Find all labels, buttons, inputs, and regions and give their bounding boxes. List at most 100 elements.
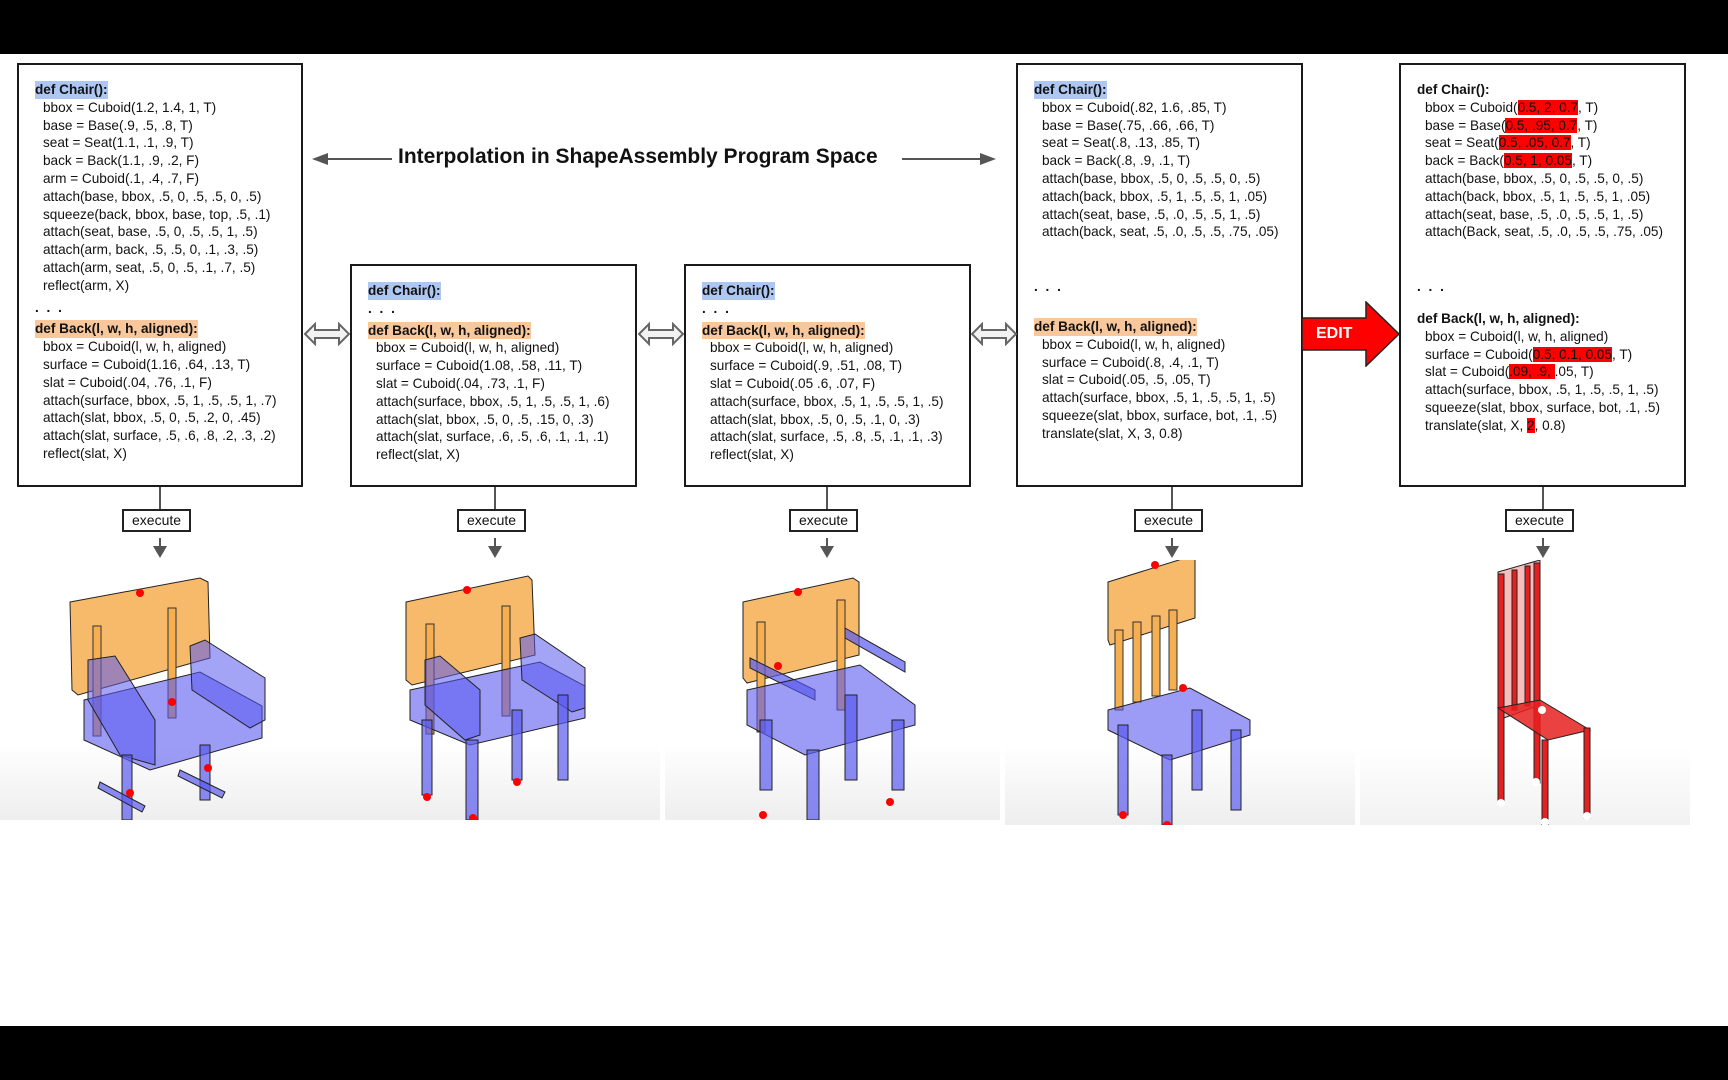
code-line: reflect(slat, X) <box>376 447 460 463</box>
back-function-header: def Back(l, w, h, aligned): <box>368 321 531 340</box>
code-line: attach(surface, bbox, .5, 1, .5, .5, 1, … <box>1425 382 1659 398</box>
code-line: attach(slat, surface, .5, .8, .5, .1, .1… <box>710 429 943 445</box>
code-line: attach(seat, base, .5, .0, .5, .5, 1, .5… <box>1042 206 1261 222</box>
ellipsis: . . . <box>702 300 731 316</box>
chair-function-header: def Chair(): <box>1417 82 1490 97</box>
chair-render-3 <box>665 560 1000 820</box>
code-line-edited: base = Base(0.5, .95, 0.7, T) <box>1425 117 1598 133</box>
execute-label-box: execute <box>457 509 527 532</box>
arrow-left-icon <box>312 153 328 165</box>
edited-value-highlight: 2 <box>1527 417 1535 433</box>
code-line: attach(Back, seat, .5, .0, .5, .5, .75, … <box>1425 224 1664 240</box>
code-line: attach(slat, bbox, .5, 0, .5, .2, 0, .45… <box>43 410 261 426</box>
code-line-edited: slat = Cuboid(.09, .9, .05, T) <box>1425 364 1594 380</box>
code-line: slat = Cuboid(.04, .73, .1, F) <box>376 375 545 391</box>
code-line: reflect(slat, X) <box>43 445 127 461</box>
ellipsis: . . . <box>1034 279 1063 295</box>
code-line: attach(back, seat, .5, .0, .5, .5, .75, … <box>1042 224 1279 240</box>
code-line: attach(seat, base, .5, 0, .5, .5, 1, .5) <box>43 224 258 240</box>
code-line: bbox = Cuboid(.82, 1.6, .85, T) <box>1042 99 1227 115</box>
code-line: slat = Cuboid(.05 .6, .07, F) <box>710 375 876 391</box>
code-line: attach(back, bbox, .5, 1, .5, .5, 1, .05… <box>1042 188 1268 204</box>
chair-function-header: def Chair(): <box>35 81 108 99</box>
program-panel-edited: def Chair(): bbox = Cuboid(0.5, 2, 0.7, … <box>1399 63 1686 487</box>
code-line: bbox = Cuboid(l, w, h, aligned) <box>376 340 560 356</box>
chair-render-edited <box>1360 560 1690 825</box>
code-line: attach(seat, base, .5, .0, .5, .5, 1, .5… <box>1425 206 1644 222</box>
title-left-arrow-line <box>320 158 392 160</box>
code-line: surface = Cuboid(.9, .51, .08, T) <box>710 358 903 374</box>
code-line: base = Base(.75, .66, .66, T) <box>1042 117 1215 133</box>
connector-line <box>494 487 496 509</box>
back-function-header: def Back(l, w, h, aligned): <box>1417 310 1580 326</box>
code-line: bbox = Cuboid(l, w, h, aligned) <box>1425 328 1609 344</box>
code-line: seat = Seat(1.1, .1, .9, T) <box>43 135 194 151</box>
edited-value-highlight: .09, .9, <box>1509 364 1555 380</box>
edited-value-highlight: 0.5, .05, 0.7 <box>1498 135 1571 151</box>
edited-value-highlight: 0.5, 0.1, 0.05 <box>1532 346 1613 362</box>
execute-label-box: execute <box>1505 509 1575 532</box>
edited-value-highlight: 0.5, .95, 0.7 <box>1505 117 1578 133</box>
code-line-edited: back = Back(0.5, 1, 0.05, T) <box>1425 153 1593 169</box>
chair-render-4 <box>1005 560 1355 825</box>
code-line: slat = Cuboid(.04, .76, .1, F) <box>43 374 212 390</box>
code-line: slat = Cuboid(.05, .5, .05, T) <box>1042 372 1211 388</box>
code-line: attach(surface, bbox, .5, 1, .5, .5, 1, … <box>376 393 610 409</box>
double-arrow-icon <box>638 322 684 346</box>
execute-label-box: execute <box>789 509 859 532</box>
connector-line <box>159 487 161 509</box>
code-line: reflect(arm, X) <box>43 277 130 293</box>
code-line: attach(slat, surface, .5, .6, .8, .2, .3… <box>43 428 276 444</box>
code-line: attach(slat, bbox, .5, 0, .5, .15, 0, .3… <box>376 411 594 427</box>
ellipsis: . . . <box>35 299 64 315</box>
program-panel-1: def Chair(): bbox = Cuboid(1.2, 1.4, 1, … <box>17 63 303 487</box>
back-function-header: def Back(l, w, h, aligned): <box>35 320 198 339</box>
code-line: attach(surface, bbox, .5, 1, .5, .5, 1, … <box>710 393 944 409</box>
double-arrow-icon <box>971 322 1017 346</box>
title-right-arrow-line <box>902 158 986 160</box>
code-line: bbox = Cuboid(l, w, h, aligned) <box>1042 336 1226 352</box>
code-line: squeeze(slat, bbox, surface, bot, .1, .5… <box>1425 399 1660 415</box>
connector-line <box>1171 487 1173 509</box>
code-line: bbox = Cuboid(l, w, h, aligned) <box>710 340 894 356</box>
back-function-header: def Back(l, w, h, aligned): <box>702 321 865 340</box>
execute-label-box: execute <box>1134 509 1204 532</box>
program-panel-2: def Chair(): . . . def Back(l, w, h, ali… <box>350 264 637 487</box>
code-line: surface = Cuboid(.8, .4, .1, T) <box>1042 354 1219 370</box>
code-line: attach(base, bbox, .5, 0, .5, .5, 0, .5) <box>1425 170 1644 186</box>
arrow-right-icon <box>980 153 996 165</box>
chair-model-icon <box>69 577 266 820</box>
code-line: attach(slat, bbox, .5, 0, .5, .1, 0, .3) <box>710 411 921 427</box>
code-line: attach(base, bbox, .5, 0, .5, .5, 0, .5) <box>1042 170 1261 186</box>
code-line: reflect(slat, X) <box>710 447 794 463</box>
code-line: translate(slat, X, 3, 0.8) <box>1042 425 1183 441</box>
chair-function-header: def Chair(): <box>368 282 441 300</box>
bottom-letterbox-bar <box>0 1026 1728 1080</box>
program-panel-3: def Chair(): . . . def Back(l, w, h, ali… <box>684 264 971 487</box>
top-letterbox-bar <box>0 0 1728 54</box>
chair-function-header: def Chair(): <box>1034 81 1107 99</box>
code-line: surface = Cuboid(1.08, .58, .11, T) <box>376 358 583 374</box>
edited-value-highlight: 0.5, 1, 0.05 <box>1503 153 1572 169</box>
code-line: bbox = Cuboid(1.2, 1.4, 1, T) <box>43 99 217 115</box>
double-arrow-icon <box>304 322 350 346</box>
code-line: attach(arm, seat, .5, 0, .5, .1, .7, .5) <box>43 259 256 275</box>
chair-model-icon <box>405 575 586 820</box>
code-line: attach(arm, back, .5, .5, 0, .1, .3, .5) <box>43 242 259 258</box>
chair-render-1 <box>0 560 330 820</box>
code-line: attach(surface, bbox, .5, 1, .5, .5, 1, … <box>1042 390 1276 406</box>
code-line: squeeze(back, bbox, base, top, .5, .1) <box>43 206 271 222</box>
execute-label-box: execute <box>122 509 192 532</box>
code-line: bbox = Cuboid(l, w, h, aligned) <box>43 339 227 355</box>
program-panel-4: def Chair(): bbox = Cuboid(.82, 1.6, .85… <box>1016 63 1303 487</box>
code-line: seat = Seat(.8, .13, .85, T) <box>1042 135 1201 151</box>
code-line: squeeze(slat, bbox, surface, bot, .1, .5… <box>1042 407 1277 423</box>
code-line: attach(base, bbox, .5, 0, .5, .5, 0, .5) <box>43 188 262 204</box>
code-line: base = Base(.9, .5, .8, T) <box>43 117 193 133</box>
chair-model-icon <box>1496 560 1592 825</box>
back-function-header: def Back(l, w, h, aligned): <box>1034 317 1197 336</box>
chair-render-2 <box>330 560 660 820</box>
code-line-edited: bbox = Cuboid(0.5, 2, 0.7, T) <box>1425 99 1599 115</box>
code-line: attach(slat, surface, .6, .5, .6, .1, .1… <box>376 429 609 445</box>
edit-arrow: EDIT <box>1302 301 1400 367</box>
